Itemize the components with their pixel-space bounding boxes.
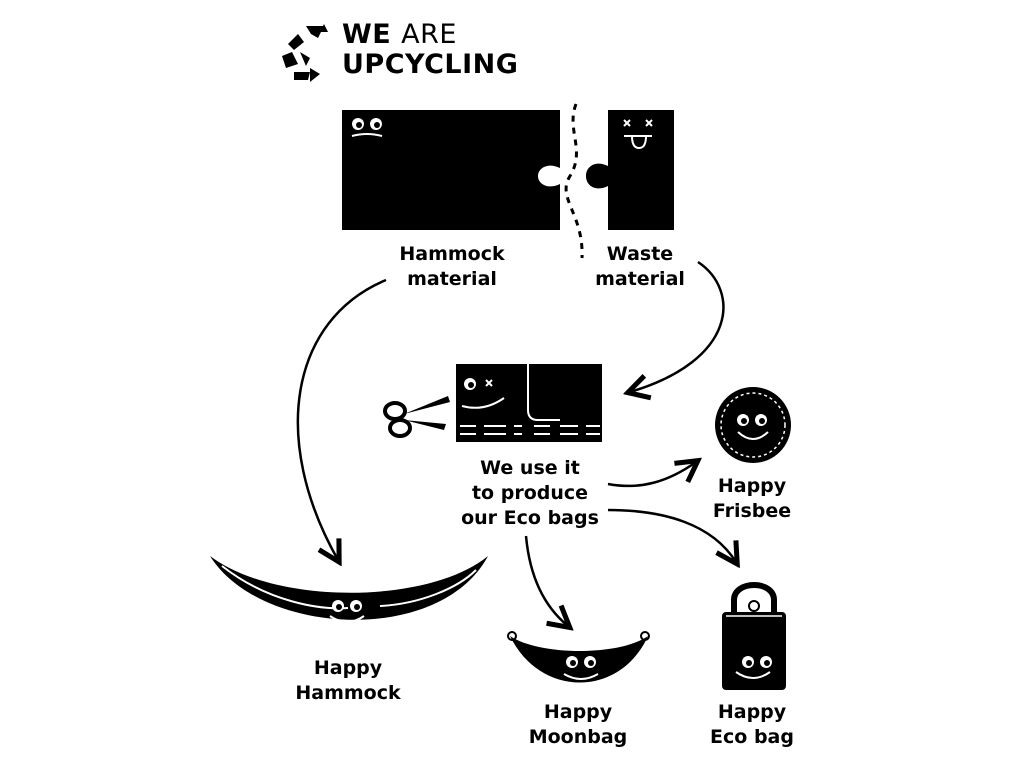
label-hammock-material-line2: material (407, 268, 497, 290)
brand-wordmark: WE ARE UPCYCLING (342, 20, 518, 80)
label-hammock-material-line1: Hammock (399, 243, 505, 265)
label-process-line3: our Eco bags (461, 507, 599, 529)
label-hammock-line1: Happy (313, 657, 383, 679)
ecobag-icon (722, 582, 786, 690)
label-waste-material: Waste material (595, 242, 685, 292)
brand-are: ARE (401, 19, 457, 50)
brand-upcycling: UPCYCLING (342, 49, 519, 80)
arrow-waste-to-process (630, 260, 725, 392)
label-frisbee-line2: Frisbee (712, 500, 792, 522)
label-frisbee: Happy Frisbee (713, 474, 791, 524)
hammock-icon (210, 556, 488, 623)
label-frisbee-line1: Happy (717, 475, 787, 497)
label-ecobag: Happy Eco bag (710, 700, 794, 750)
label-ecobag-line1: Happy (717, 701, 787, 723)
label-moonbag-line2: Moonbag (528, 726, 628, 748)
brand-we: WE (342, 19, 392, 50)
label-hammock-line2: Hammock (295, 682, 401, 704)
arrow-process-to-moonbag (524, 535, 568, 626)
label-moonbag-line1: Happy (543, 701, 613, 723)
process-block (456, 364, 602, 442)
recycle-icon (282, 24, 328, 82)
label-process-line2: to produce (471, 482, 589, 504)
label-process: We use it to produce our Eco bags (461, 456, 599, 531)
waste-material-block (586, 110, 674, 230)
arrow-process-to-ecobag (607, 508, 736, 562)
hammock-material-block (342, 110, 560, 230)
label-waste-material-line1: Waste (606, 243, 674, 265)
label-ecobag-line2: Eco bag (710, 726, 794, 748)
label-moonbag: Happy Moonbag (529, 700, 628, 750)
arrow-material-to-hammock (296, 278, 387, 560)
arrow-process-to-frisbee (607, 462, 696, 488)
label-hammock: Happy Hammock (295, 656, 400, 706)
label-hammock-material: Hammock material (399, 242, 504, 292)
scissors-icon (383, 396, 450, 438)
cut-line (564, 103, 584, 259)
moonbag-icon (507, 631, 650, 683)
label-waste-material-line2: material (595, 268, 685, 290)
frisbee-icon (715, 387, 791, 463)
label-process-line1: We use it (480, 457, 580, 479)
